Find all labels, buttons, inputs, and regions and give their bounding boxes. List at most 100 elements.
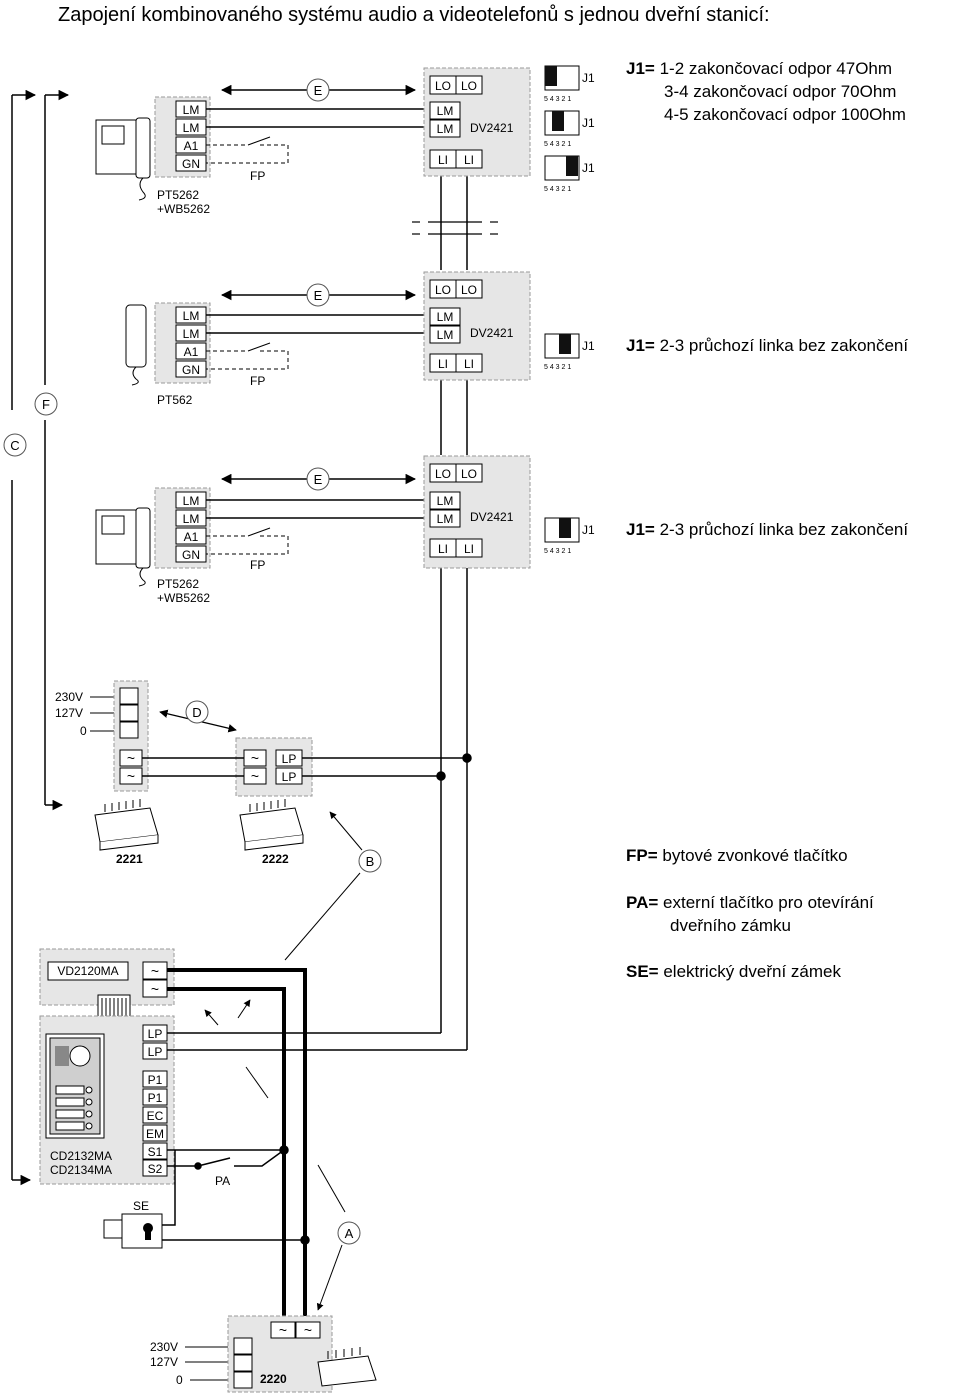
svg-text:~: ~: [304, 1322, 312, 1338]
svg-text:B: B: [366, 854, 375, 869]
svg-text:LM: LM: [183, 327, 200, 341]
svg-text:D: D: [192, 705, 201, 720]
svg-text:5 4 3 2 1: 5 4 3 2 1: [544, 364, 571, 371]
svg-text:GN: GN: [182, 363, 200, 377]
svg-text:LP: LP: [282, 752, 297, 766]
note-key: PA=: [626, 893, 659, 912]
dv2421-module: LO LO LM LM DV2421 LI LI: [423, 455, 531, 569]
callout-f: F: [34, 392, 58, 416]
phone-model: PT5262: [157, 188, 199, 202]
jumper-j1: J1 5 4 3 2 1: [544, 155, 595, 193]
svg-text:LM: LM: [183, 494, 200, 508]
note-text: externí tlačítko pro otevírání: [663, 893, 874, 912]
pa-label: PA: [215, 1174, 230, 1188]
callout-label: E: [314, 472, 323, 487]
door-panel: CD2132MA CD2134MA LP LP P1 P1 EC EM S1 S…: [39, 1015, 175, 1185]
electric-lock-icon: SE: [103, 1199, 163, 1249]
dv-model: DV2421: [470, 121, 514, 135]
svg-text:GN: GN: [182, 548, 200, 562]
vd2120ma-module: VD2120MA ~ ~: [39, 948, 175, 1026]
svg-text:5 4 3 2 1: 5 4 3 2 1: [544, 186, 571, 193]
jumper-j1: J1 5 4 3 2 1: [544, 333, 595, 371]
note-text: 2-3 průchozí linka bez zakončení: [659, 336, 909, 355]
note-key: FP=: [626, 846, 658, 865]
svg-text:LP: LP: [148, 1045, 163, 1059]
floor-2: LM LM A1 GN PT562 FP E LO LO LM LM DV242…: [125, 271, 595, 407]
svg-text:5 4 3 2 1: 5 4 3 2 1: [544, 141, 571, 148]
svg-text:127V: 127V: [150, 1355, 178, 1369]
s-lines: [162, 1145, 310, 1245]
callout-label: F: [42, 397, 50, 412]
svg-text:LO: LO: [461, 79, 477, 93]
svg-text:~: ~: [251, 768, 259, 784]
panel-model: CD2134MA: [50, 1163, 112, 1177]
note-line-3: 4-5 zakončovací odpor 100Ohm: [664, 105, 906, 124]
note-text: elektrický dveřní zámek: [663, 962, 841, 981]
svg-text:LI: LI: [464, 542, 474, 556]
svg-text:~: ~: [279, 1322, 287, 1338]
svg-text:0: 0: [176, 1373, 183, 1387]
svg-text:P1: P1: [148, 1073, 163, 1087]
svg-text:LI: LI: [438, 153, 448, 167]
svg-text:J1: J1: [582, 71, 595, 85]
svg-text:J1: J1: [582, 161, 595, 175]
note-fp: FP= bytové zvonkové tlačítko: [626, 844, 848, 867]
svg-text:LI: LI: [464, 153, 474, 167]
svg-text:5 4 3 2 1: 5 4 3 2 1: [544, 548, 571, 555]
svg-text:127V: 127V: [55, 706, 83, 720]
phone-model: PT5262: [157, 577, 199, 591]
callout-label: E: [314, 288, 323, 303]
videophone-icon: [95, 117, 151, 201]
note-key: SE=: [626, 962, 659, 981]
psu-model: 2220: [260, 1372, 287, 1386]
svg-text:LI: LI: [464, 357, 474, 371]
svg-text:LO: LO: [435, 79, 451, 93]
svg-text:LP: LP: [148, 1027, 163, 1041]
floor-3: LM LM A1 GN PT5262 +WB5262 FP E LO LO LM…: [95, 455, 595, 605]
svg-text:LM: LM: [437, 494, 454, 508]
note-se: SE= elektrický dveřní zámek: [626, 960, 841, 983]
callout-a: A: [316, 1221, 361, 1311]
line-f: [44, 89, 70, 811]
svg-text:LO: LO: [461, 283, 477, 297]
psu-model: 2221: [116, 852, 143, 866]
videophone-icon: [95, 507, 151, 587]
svg-text:~: ~: [151, 981, 159, 997]
svg-text:J1: J1: [582, 523, 595, 537]
svg-text:LM: LM: [183, 309, 200, 323]
floor-1: LM LM A1 GN PT5262 +WB5262 FP E LO LO LM…: [95, 65, 595, 216]
svg-text:LM: LM: [183, 512, 200, 526]
note-j1-terminations: J1= 1-2 zakončovací odpor 47Ohm 3-4 zako…: [626, 57, 906, 126]
svg-text:LI: LI: [438, 542, 448, 556]
callout-d: D: [185, 700, 209, 724]
din-module-icon: [94, 799, 159, 851]
svg-text:~: ~: [127, 750, 135, 766]
svg-text:LM: LM: [183, 103, 200, 117]
fp-label: FP: [250, 558, 265, 572]
phone-model: PT562: [157, 393, 193, 407]
svg-text:LM: LM: [183, 121, 200, 135]
svg-text:EC: EC: [147, 1109, 164, 1123]
svg-text:0: 0: [80, 724, 87, 738]
phone-model: +WB5262: [157, 202, 210, 216]
svg-text:LP: LP: [282, 770, 297, 784]
svg-text:GN: GN: [182, 157, 200, 171]
svg-text:~: ~: [127, 768, 135, 784]
callout-label: C: [10, 438, 19, 453]
line-c: [11, 89, 37, 1186]
svg-text:A1: A1: [184, 139, 199, 153]
note-key: J1=: [626, 520, 655, 539]
svg-text:LM: LM: [437, 328, 454, 342]
note-line-1: 1-2 zakončovací odpor 47Ohm: [659, 59, 893, 78]
svg-text:A: A: [345, 1226, 354, 1241]
svg-text:LM: LM: [437, 310, 454, 324]
note-text: bytové zvonkové tlačítko: [662, 846, 848, 865]
svg-text:~: ~: [251, 750, 259, 766]
dv2421-module: LO LO LM LM DV2421 LI LI: [423, 271, 531, 381]
dv-model: DV2421: [470, 326, 514, 340]
svg-text:~: ~: [151, 963, 159, 979]
note-pa: PA= externí tlačítko pro otevírání dveřn…: [626, 891, 874, 937]
svg-text:5 4 3 2 1: 5 4 3 2 1: [544, 96, 571, 103]
ac-supply-lines: [167, 968, 307, 1328]
svg-text:EM: EM: [146, 1127, 164, 1141]
